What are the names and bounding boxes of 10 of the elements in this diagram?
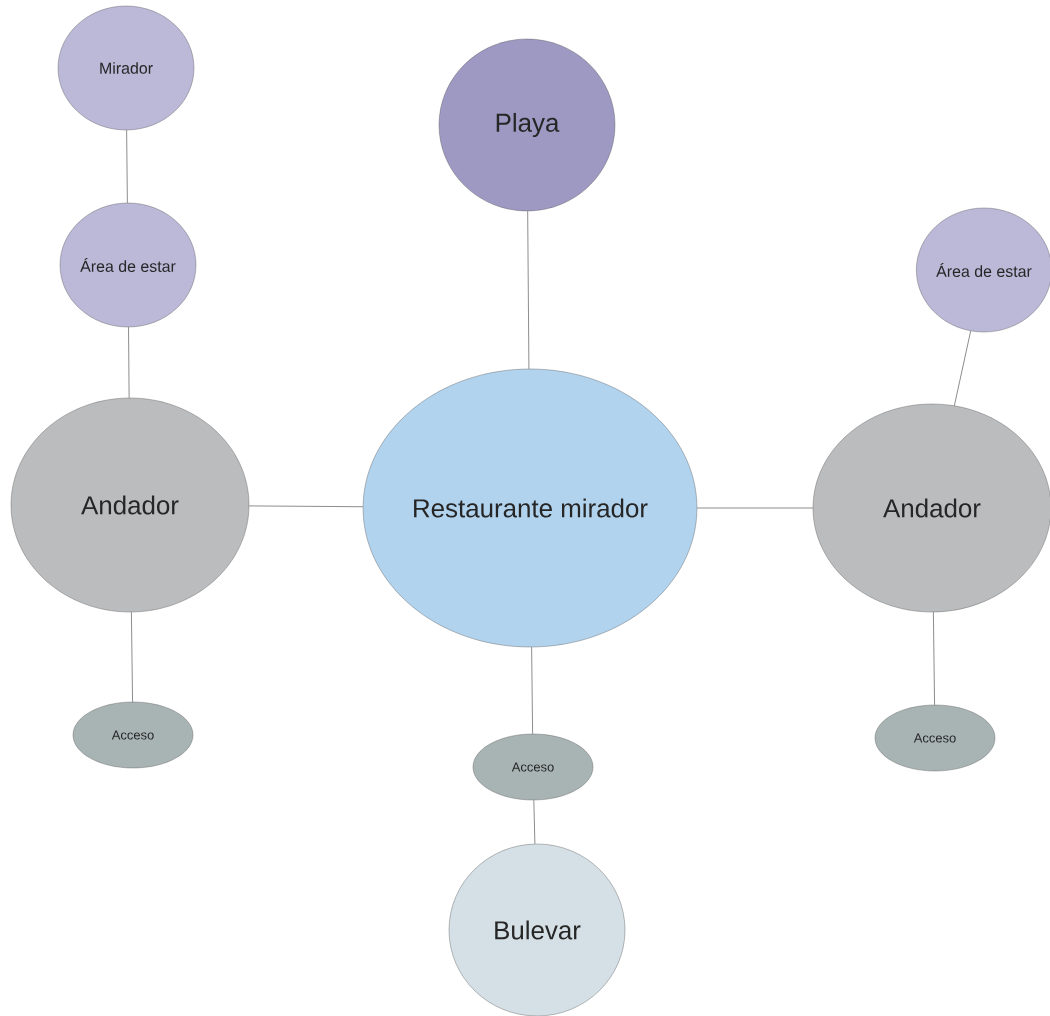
connector-line xyxy=(531,646,533,735)
connector-line xyxy=(131,611,133,703)
connector-line xyxy=(696,507,814,509)
connector-line xyxy=(248,505,364,508)
connector-line xyxy=(126,129,128,204)
connector-line xyxy=(533,799,536,845)
connector-line xyxy=(933,611,935,706)
connector-line xyxy=(527,210,530,370)
connector-line xyxy=(128,326,130,399)
connector-line xyxy=(954,330,971,406)
